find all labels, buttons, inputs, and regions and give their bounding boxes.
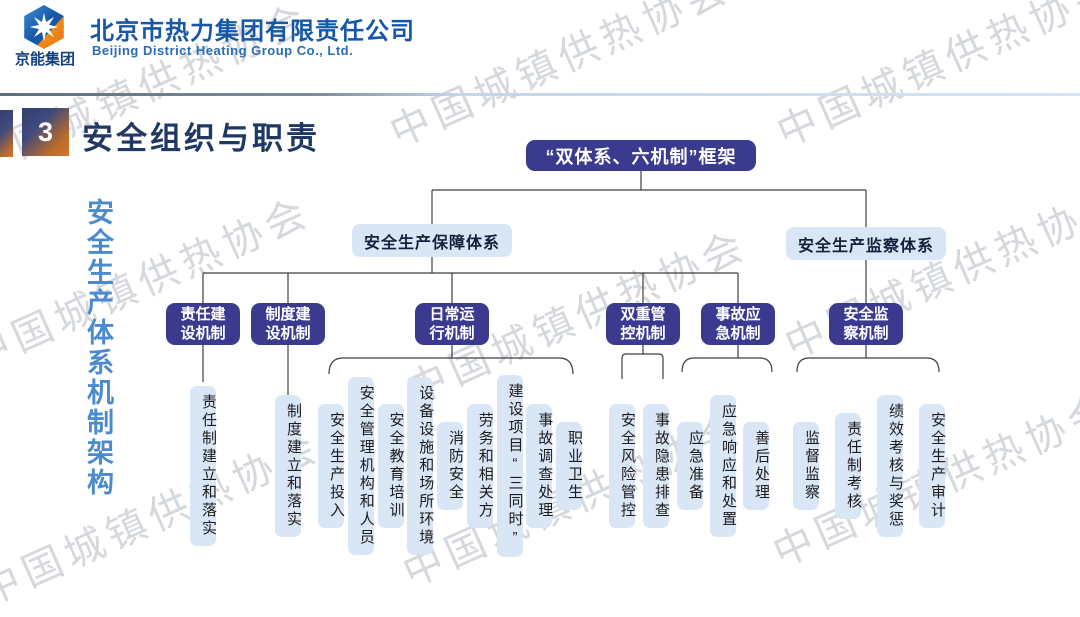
company-name-cn: 北京市热力集团有限责任公司: [90, 18, 415, 45]
side-vertical-label: 安全生产体系机制架构: [83, 198, 113, 498]
header: 京能集团 北京市热力集团有限责任公司 Beijing District Heat…: [0, 0, 1080, 96]
leaf-node: 安全风险管控: [609, 404, 636, 528]
leaf-node: 设备设施和场所环境: [407, 377, 434, 555]
mechanism-node: 制度建 设机制: [251, 303, 325, 345]
leaf-node: 安全教育培训: [377, 404, 405, 528]
leaf-group: 安全风险管控事故隐患排查: [609, 372, 670, 560]
leaf-node: 安全生产审计: [919, 404, 946, 528]
leaf-group: 监督监察责任制考核绩效考核与奖惩安全生产审计: [793, 372, 946, 560]
leaf-group: 应急准备应急响应和处置善后处理: [677, 372, 770, 560]
branch-node: 安全生产监察体系: [786, 227, 946, 260]
leaf-node: 事故隐患排查: [643, 404, 670, 528]
leaf-node: 善后处理: [743, 422, 770, 510]
leaf-node: 劳务和相关方: [466, 404, 494, 528]
page-title: 安全组织与职责: [82, 121, 320, 156]
leaf-node: 消防安全: [437, 422, 464, 510]
leaf-node: 事故调查处理: [526, 404, 553, 528]
leaf-group: 责任制建立和落实: [190, 372, 217, 560]
leaf-node: 安全生产投入: [318, 404, 345, 528]
mechanism-node: 事故应 急机制: [701, 303, 775, 345]
leaf-node: 应急响应和处置: [710, 395, 737, 537]
root-node: “双体系、六机制”框架: [526, 140, 756, 171]
leaf-node: 制度建立和落实: [275, 395, 302, 537]
section-number-badge: 3: [22, 108, 69, 156]
header-divider: [0, 93, 1080, 96]
leaf-node: 监督监察: [793, 422, 820, 510]
leaf-group: 安全生产投入安全管理机构和人员安全教育培训设备设施和场所环境消防安全劳务和相关方…: [318, 372, 583, 560]
leaf-node: 建设项目“三同时”: [496, 375, 524, 557]
mechanism-node: 日常运 行机制: [415, 303, 489, 345]
company-name-en: Beijing District Heating Group Co., Ltd.: [92, 43, 354, 58]
leaf-node: 职业卫生: [556, 422, 583, 510]
mechanism-node: 双重管 控机制: [606, 303, 680, 345]
mechanism-node: 责任建 设机制: [166, 303, 240, 345]
mechanism-node: 安全监 察机制: [829, 303, 903, 345]
leaf-node: 安全管理机构和人员: [347, 377, 375, 555]
leaf-node: 应急准备: [677, 422, 704, 510]
leaf-group: 制度建立和落实: [275, 372, 302, 560]
logo-text: 京能集团: [14, 51, 75, 68]
leaf-node: 绩效考核与奖惩: [877, 395, 904, 537]
jingneng-logo-icon: [24, 5, 64, 49]
leaf-node: 责任制考核: [835, 413, 862, 519]
leaf-node: 责任制建立和落实: [190, 386, 217, 546]
title-accent-bar: [0, 110, 13, 157]
branch-node: 安全生产保障体系: [352, 224, 512, 257]
